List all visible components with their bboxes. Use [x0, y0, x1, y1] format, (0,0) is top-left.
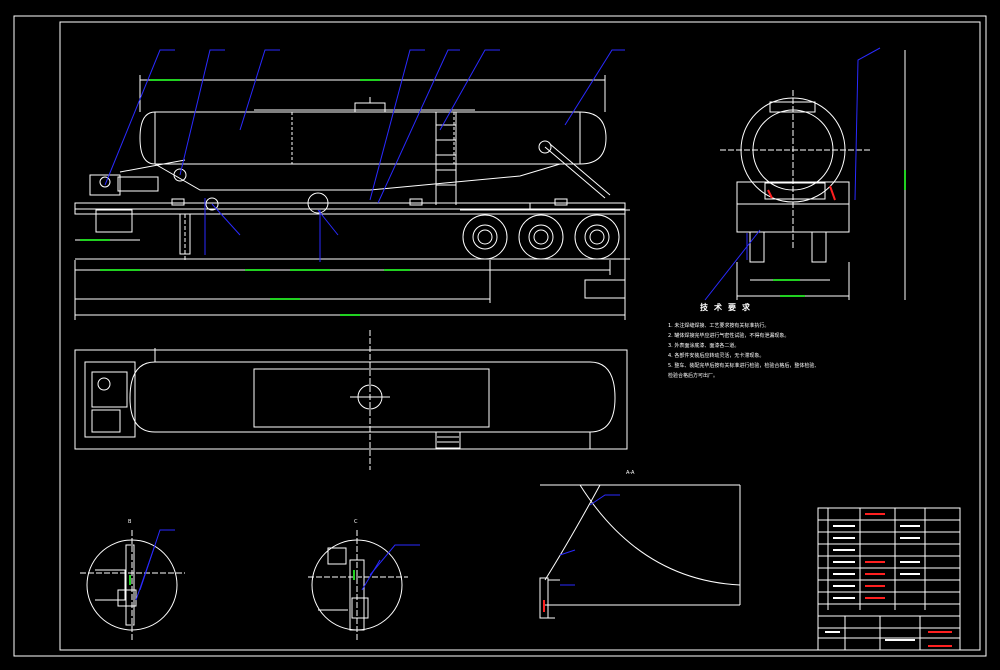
rear-view-red-marks [767, 185, 836, 201]
detail-view-c-leaders [559, 494, 620, 586]
technical-requirement-line: 1. 未注焊缝焊接、工艺要求按有关标准执行。 [668, 323, 770, 329]
rear-view-dimension-marks [773, 170, 906, 297]
plan-view [74, 330, 628, 470]
title-block-red-entries [865, 513, 952, 647]
sheet-inner-border [59, 21, 981, 651]
detail-view-c [539, 484, 741, 619]
technical-requirement-line: 5. 整车、装配完毕后按有关标准进行检验，检验合格后，整体检验、 [668, 363, 820, 369]
detail-view-a-circle [80, 530, 185, 640]
technical-requirement-line: 3. 外表面涂底漆、面漆各二道。 [668, 343, 740, 349]
side-elevation-view [74, 75, 630, 320]
rear-view-leaders [704, 47, 881, 301]
technical-requirement-line: 检验合格后方可出厂。 [668, 373, 719, 379]
part-leader-lines [104, 49, 625, 262]
technical-requirement-line: 4. 各部件安装后应转动灵活，无卡滞现象。 [668, 353, 765, 359]
side-view-dimension-marks [80, 79, 410, 316]
sheet-outer-border [13, 15, 987, 657]
detail-view-label: A-A [626, 470, 635, 476]
detail-view-label: B [128, 519, 132, 525]
detail-view-label: C [354, 519, 358, 525]
detail-view-b-leaders [361, 544, 420, 591]
detail-view-a-leaders [135, 529, 175, 601]
title-block-entries [825, 525, 920, 641]
technical-requirements-title: 技术要求 [700, 303, 756, 312]
detail-view-b-circle [308, 530, 408, 640]
rear-view [720, 50, 906, 300]
title-block [817, 507, 961, 651]
technical-requirement-line: 2. 罐体焊接完毕应进行气密性试验，不得有泄漏现象。 [668, 333, 790, 339]
